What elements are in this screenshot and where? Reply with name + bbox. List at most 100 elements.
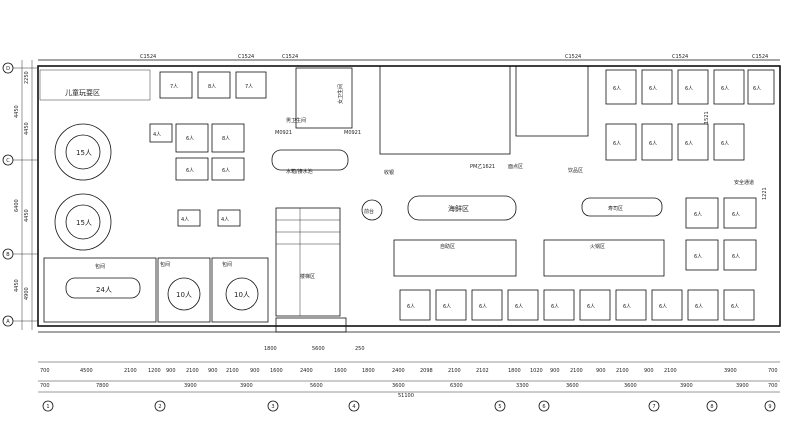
- bottom-grid-axes: 1 2 3 4 5 6 7 8 9: [42, 400, 776, 412]
- svg-text:4人: 4人: [181, 217, 189, 223]
- svg-text:15人: 15人: [76, 149, 92, 157]
- reception-desk: [361, 199, 383, 221]
- left-dim-6: 4450: [14, 279, 20, 292]
- svg-text:900: 900: [550, 368, 560, 374]
- svg-text:6人: 6人: [721, 141, 729, 147]
- female-wc-label: 女卫生间: [337, 84, 344, 104]
- svg-text:8: 8: [710, 404, 713, 410]
- svg-text:6人: 6人: [685, 86, 693, 92]
- selfserve-label: 自助区: [440, 243, 455, 250]
- svg-text:6人: 6人: [186, 168, 194, 174]
- svg-text:900: 900: [644, 368, 654, 374]
- stairs-label: 楼梯区: [300, 273, 315, 280]
- svg-text:6人: 6人: [649, 86, 657, 92]
- svg-text:2100: 2100: [448, 368, 461, 374]
- svg-text:6人: 6人: [732, 254, 740, 260]
- svg-text:6人: 6人: [515, 304, 523, 310]
- svg-text:15人: 15人: [76, 219, 92, 227]
- svg-text:700: 700: [40, 383, 50, 389]
- bottom-dimension-lines: [38, 361, 780, 393]
- entrance-door[interactable]: [275, 317, 347, 333]
- svg-text:6人: 6人: [695, 304, 703, 310]
- svg-text:3900: 3900: [240, 383, 253, 389]
- sushi-counter: [581, 197, 663, 217]
- reception-label: 前台: [364, 208, 374, 215]
- svg-text:3600: 3600: [566, 383, 579, 389]
- private-room-10a-box: [157, 257, 211, 323]
- svg-text:6人: 6人: [443, 304, 451, 310]
- svg-text:250: 250: [355, 346, 365, 352]
- svg-text:900: 900: [166, 368, 176, 374]
- svg-text:6人: 6人: [479, 304, 487, 310]
- svg-text:1800: 1800: [362, 368, 375, 374]
- svg-text:6人: 6人: [623, 304, 631, 310]
- hotpot-label: 火锅区: [590, 243, 605, 250]
- svg-text:C1524: C1524: [752, 54, 768, 60]
- prep-room: [515, 65, 589, 137]
- svg-text:10人: 10人: [176, 291, 192, 299]
- svg-text:3900: 3900: [736, 383, 749, 389]
- svg-text:6人: 6人: [222, 168, 230, 174]
- svg-text:1200: 1200: [148, 368, 161, 374]
- svg-text:4人: 4人: [153, 132, 161, 138]
- table-24-label: 24人: [96, 286, 112, 294]
- table-15-b: 15人: [54, 193, 112, 251]
- svg-text:7: 7: [652, 404, 655, 410]
- svg-text:4人: 4人: [221, 217, 229, 223]
- dessert-label: 面点区: [508, 164, 523, 170]
- svg-text:2100: 2100: [616, 368, 629, 374]
- svg-text:2100: 2100: [664, 368, 677, 374]
- selfserve-area: [393, 239, 517, 277]
- svg-text:3600: 3600: [624, 383, 637, 389]
- booths-mid-left: 4人 6人 8人 6人 6人 4人 4人: [149, 123, 245, 227]
- svg-text:6人: 6人: [694, 254, 702, 260]
- svg-text:6人: 6人: [685, 141, 693, 147]
- svg-text:1020: 1020: [530, 368, 543, 374]
- seafood-counter: [407, 195, 517, 221]
- svg-text:5600: 5600: [310, 383, 323, 389]
- booths-top-left: 7人 8人 7人: [159, 71, 267, 99]
- svg-text:6人: 6人: [186, 136, 194, 142]
- stair-steps: [276, 208, 340, 316]
- svg-text:3300: 3300: [516, 383, 529, 389]
- children-area: [39, 69, 151, 101]
- left-dim-4: 6400: [14, 199, 20, 212]
- table-10-b: 10人: [225, 277, 259, 311]
- svg-text:2400: 2400: [300, 368, 313, 374]
- svg-text:1221: 1221: [762, 187, 768, 200]
- table-10-a: 10人: [167, 277, 201, 311]
- private-room-24: [43, 257, 157, 323]
- table-24: [65, 277, 141, 299]
- male-wc-label: 男卫生间: [286, 117, 306, 124]
- bottom-dims-row1: 700 4500 2100 1200 900 2100 900 2100 900…: [40, 368, 778, 374]
- svg-text:9: 9: [768, 404, 771, 410]
- svg-text:M0921: M0921: [275, 130, 292, 136]
- outer-wall: [37, 65, 781, 327]
- svg-text:700: 700: [768, 383, 778, 389]
- svg-text:2100: 2100: [186, 368, 199, 374]
- water-tank-label: 水箱/接水池: [286, 168, 313, 175]
- svg-text:3900: 3900: [724, 368, 737, 374]
- svg-text:3900: 3900: [680, 383, 693, 389]
- svg-text:8人: 8人: [208, 84, 216, 90]
- svg-text:6人: 6人: [659, 304, 667, 310]
- svg-text:6人: 6人: [731, 304, 739, 310]
- svg-text:6人: 6人: [753, 86, 761, 92]
- svg-text:6人: 6人: [721, 86, 729, 92]
- svg-text:包间: 包间: [95, 263, 105, 270]
- svg-text:3: 3: [271, 404, 274, 410]
- svg-text:1600: 1600: [270, 368, 283, 374]
- svg-text:10人: 10人: [234, 291, 250, 299]
- svg-text:4: 4: [352, 404, 355, 410]
- axis-B: B: [6, 252, 10, 258]
- children-area-label: 儿童玩耍区: [65, 88, 100, 97]
- svg-text:6人: 6人: [407, 304, 415, 310]
- svg-text:2400: 2400: [392, 368, 405, 374]
- axis-D: D: [6, 66, 10, 72]
- seafood-label: 海鲜区: [448, 204, 469, 213]
- svg-text:7人: 7人: [170, 84, 178, 90]
- svg-text:2: 2: [158, 404, 161, 410]
- svg-text:C1524: C1524: [282, 54, 298, 60]
- svg-text:5600: 5600: [312, 346, 325, 352]
